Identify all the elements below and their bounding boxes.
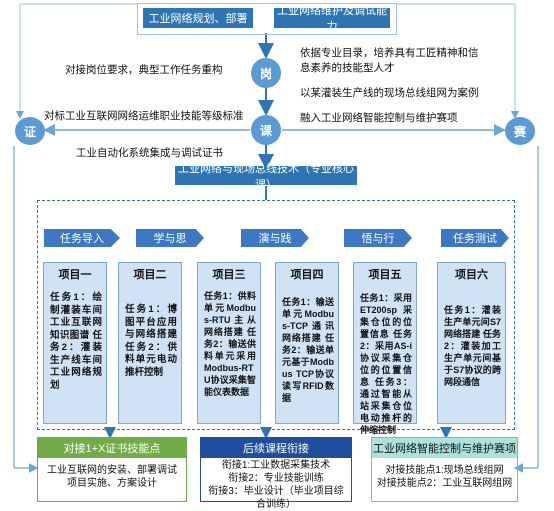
top-box-maintenance: 工业网络维护及调试能力 bbox=[274, 5, 390, 33]
annotation-gang-right-2: 息素养的技能型人才 bbox=[300, 62, 395, 74]
bottom-box-certificate: 对接1+X证书技能点 工业互联网的安装、部署调试 项目实施、方案设计 bbox=[37, 437, 187, 502]
annotation-ke-right: 融入工业网络智能控制与维护赛项 bbox=[300, 112, 458, 124]
project-title: 项目六 bbox=[455, 269, 488, 281]
bottom-box-competition: 工业网络智能控制与维护赛项 对接技能点1:现场总线组网 对接技能点2：工业互联网… bbox=[371, 437, 518, 502]
annotation-gang-left: 对接岗位要求，典型工作任务重构 bbox=[65, 64, 223, 76]
stage-task-intro-label: 任务导入 bbox=[60, 233, 104, 245]
bottom-line: 衔接3：毕业设计（毕业项目综 bbox=[208, 486, 344, 497]
node-gang-label: 岗 bbox=[259, 66, 272, 81]
stage-task-test: 任务测试 bbox=[441, 229, 509, 247]
bottom-line: 项目实施、方案设计 bbox=[67, 478, 157, 489]
node-sai-label: 赛 bbox=[513, 124, 526, 139]
project-body: 任务1：供料单元Modbus-RTU主从网络搭建 任务2：输送供料单元采用Mod… bbox=[204, 291, 256, 397]
project-body: 任务1：采用ET200sp采集仓位的位置信息 任务2：采用AS-i协议采集仓位的… bbox=[360, 293, 412, 435]
project-card: 项目四 任务1：输送单元Modbus-TCP通讯网络搭建 任务2：输送单元基于M… bbox=[275, 262, 339, 424]
project-body: 任务1：博图平台应用与网络搭建 任务2：供料单元电动推杆控制 bbox=[125, 304, 177, 378]
core-course-label: 工业网络与现场总线技术（专业核心课） bbox=[178, 162, 354, 191]
bottom-line: 衔接1:工业数据采集技术 bbox=[221, 460, 331, 471]
project-body: 任务1：输送单元Modbus-TCP通讯网络搭建 任务2：输送单元基于Modbu… bbox=[282, 297, 334, 403]
project-title: 项目四 bbox=[290, 269, 324, 281]
bottom-line: 工业互联网的安装、部署调试 bbox=[47, 465, 177, 476]
node-ke: 课 bbox=[251, 115, 281, 145]
stage-learn-think: 学与思 bbox=[136, 229, 204, 247]
project-card: 项目一 任务1：绘制灌装车间工业互联网知识图谱 任务2：灌装生产线车间工业网络规… bbox=[43, 262, 107, 424]
bottom-box-followup: 后续课程衔接 衔接1:工业数据采集技术 衔接2：专业技能训练 衔接3：毕业设计（… bbox=[200, 437, 352, 510]
node-ke-label: 课 bbox=[259, 123, 272, 138]
bottom-line: 衔接2：专业技能训练 bbox=[228, 473, 324, 484]
project-body: 任务1：灌装生产单元间S7网络搭建 任务2：灌装加工生产单元间基于S7协议的跨网… bbox=[444, 305, 501, 387]
project-title: 项目二 bbox=[133, 269, 167, 281]
project-body: 任务1：绘制灌装车间工业互联网知识图谱 任务2：灌装生产线车间工业网络规划 bbox=[50, 292, 102, 391]
top-box-planning-label: 工业网络规划、部署 bbox=[148, 13, 248, 25]
stage-task-test-label: 任务测试 bbox=[453, 233, 497, 245]
project-frame bbox=[37, 200, 515, 430]
bottom-box-certificate-title: 对接1+X证书技能点 bbox=[38, 438, 186, 458]
annotation-gang-right-1: 依据专业目录，培养具有工匠精神和信 bbox=[300, 47, 479, 59]
project-card: 项目六 任务1：灌装生产单元间S7网络搭建 任务2：灌装加工生产单元间基于S7协… bbox=[437, 262, 506, 424]
stage-realize-act-label: 悟与行 bbox=[361, 233, 395, 245]
stage-demo-practice-label: 演与践 bbox=[258, 233, 292, 245]
top-frame bbox=[137, 3, 397, 35]
bottom-box-followup-title: 后续课程衔接 bbox=[201, 438, 351, 458]
annotation-ke-left-2: 工业自动化系统集成与调试证书 bbox=[76, 147, 223, 159]
annotation-gang-right-3: 以某灌装生产线的现场总线组网为案例 bbox=[300, 87, 479, 99]
bottom-line: 对接技能点2：工业互联网组网 bbox=[376, 478, 513, 489]
project-title: 项目一 bbox=[58, 269, 92, 281]
node-sai: 赛 bbox=[505, 117, 535, 145]
annotation-ke-left-1: 对标工业互联网网络运维职业技能等级标准 bbox=[44, 110, 244, 122]
node-zheng: 证 bbox=[15, 117, 45, 145]
stage-demo-practice: 演与践 bbox=[241, 229, 309, 247]
project-title: 项目五 bbox=[368, 269, 402, 281]
node-gang: 岗 bbox=[251, 58, 281, 88]
node-zheng-label: 证 bbox=[23, 124, 36, 139]
project-card: 项目三 任务1：供料单元Modbus-RTU主从网络搭建 任务2：输送供料单元采… bbox=[197, 262, 261, 424]
project-card: 项目五 任务1：采用ET200sp采集仓位的位置信息 任务2：采用AS-i协议采… bbox=[353, 262, 417, 435]
project-title: 项目三 bbox=[212, 269, 246, 281]
stage-learn-think-label: 学与思 bbox=[153, 233, 187, 245]
core-course-box: 工业网络与现场总线技术（专业核心课） bbox=[175, 163, 357, 191]
project-card: 项目二 任务1：博图平台应用与网络搭建 任务2：供料单元电动推杆控制 bbox=[118, 262, 182, 424]
bottom-box-competition-title: 工业网络智能控制与维护赛项 bbox=[372, 438, 517, 458]
stage-task-intro: 任务导入 bbox=[44, 229, 120, 247]
top-box-planning: 工业网络规划、部署 bbox=[143, 8, 253, 28]
bottom-line: 对接技能点1:现场总线组网 bbox=[385, 465, 504, 476]
top-box-maintenance-label: 工业网络维护及调试能力 bbox=[277, 5, 387, 33]
stage-realize-act: 悟与行 bbox=[344, 229, 412, 247]
